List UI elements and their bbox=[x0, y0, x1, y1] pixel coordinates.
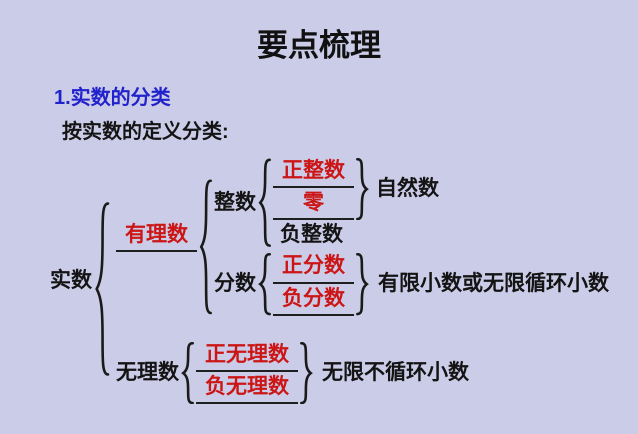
fraction-label: 分数 bbox=[214, 272, 256, 296]
real-numbers-branch: 实数 有理数 bbox=[50, 158, 638, 404]
zero-label: 零 bbox=[273, 190, 354, 221]
natural-members-column: 正整数 零 bbox=[273, 158, 354, 221]
negative-fraction-label: 负分数 bbox=[273, 286, 354, 316]
integer-label: 整数 bbox=[214, 190, 256, 214]
irrational-members-column: 正无理数 负无理数 bbox=[196, 342, 298, 404]
real-numbers-label: 实数 bbox=[50, 268, 92, 292]
fraction-note: 有限小数或无限循环小数 bbox=[378, 272, 609, 296]
classification-tree: 实数 有理数 bbox=[50, 158, 638, 404]
natural-group: 正整数 零 自然数 bbox=[273, 158, 439, 221]
brace-left-icon bbox=[199, 178, 214, 316]
brace-right-icon bbox=[354, 158, 369, 220]
brace-left-icon bbox=[258, 253, 273, 315]
rational-label: 有理数 bbox=[116, 222, 197, 252]
positive-irrational-label: 正无理数 bbox=[196, 342, 298, 372]
rational-branch: 有理数 整数 bbox=[116, 158, 609, 316]
irrational-branch: 无理数 正无理数 负无理数 无 bbox=[116, 342, 609, 404]
fraction-branch: 分数 正分数 负分数 bbox=[214, 253, 609, 316]
fraction-members-column: 正分数 负分数 bbox=[273, 253, 354, 316]
positive-fraction-label: 正分数 bbox=[273, 253, 354, 284]
negative-integer-label: 负整数 bbox=[280, 223, 343, 247]
real-numbers-children: 有理数 整数 bbox=[116, 158, 609, 404]
negative-irrational-label: 负无理数 bbox=[196, 374, 298, 404]
rational-children: 整数 正整数 零 bbox=[214, 158, 609, 316]
brace-right-icon bbox=[354, 253, 369, 315]
brace-left-icon bbox=[181, 342, 196, 404]
brace-right-icon bbox=[298, 342, 313, 404]
page-title: 要点梳理 bbox=[257, 28, 381, 63]
integer-branch: 整数 正整数 零 bbox=[214, 158, 609, 247]
natural-numbers-label: 自然数 bbox=[376, 177, 439, 201]
brace-left-icon bbox=[258, 158, 273, 247]
subheading: 按实数的定义分类: bbox=[62, 121, 229, 143]
positive-integer-label: 正整数 bbox=[273, 158, 354, 189]
section-heading: 1.实数的分类 bbox=[54, 87, 171, 109]
integer-children: 正整数 零 自然数 bbox=[273, 158, 439, 247]
brace-left-icon bbox=[94, 200, 112, 378]
irrational-label: 无理数 bbox=[116, 360, 179, 384]
irrational-note: 无限不循环小数 bbox=[322, 360, 469, 384]
